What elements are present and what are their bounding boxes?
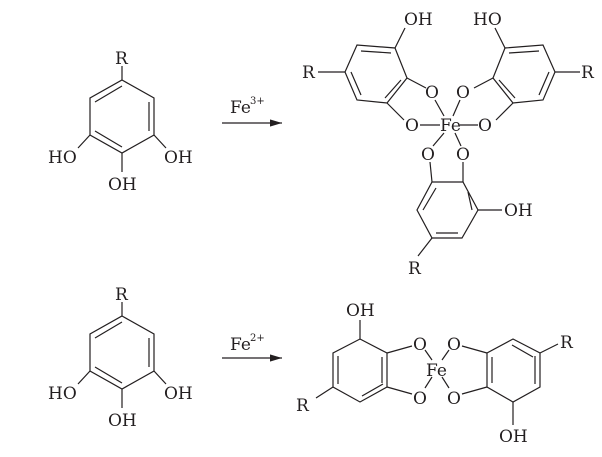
substituent-r: R: [296, 396, 310, 416]
substituent-r: R: [115, 285, 129, 305]
pyrogallol-reactant-2: R HO OH OH: [48, 285, 193, 431]
hydroxyl-label: OH: [108, 411, 137, 431]
oxygen-label: O: [447, 389, 461, 409]
reagent-label: Fe: [230, 98, 251, 118]
substituent-r: R: [581, 63, 595, 83]
fe2-bis-catecholate-complex: Fe O O O O R R OH OH: [296, 301, 574, 447]
oxygen-label: O: [421, 145, 435, 165]
substituent-r: R: [302, 63, 316, 83]
hydroxyl-label: OH: [504, 201, 533, 221]
oxygen-label: O: [425, 83, 439, 103]
reaction-arrow-1: Fe 3+: [222, 96, 282, 127]
oxygen-label: O: [413, 389, 427, 409]
reagent-charge: 2+: [250, 333, 265, 344]
hydroxyl-label: OH: [164, 148, 193, 168]
fe3-tris-catecholate-complex: Fe O O O O O O R R R OH HO OH: [302, 10, 595, 279]
metal-label: Fe: [426, 361, 447, 381]
reagent-label: Fe: [230, 335, 251, 355]
hydroxyl-label: OH: [404, 10, 433, 30]
oxygen-label: O: [447, 335, 461, 355]
oxygen-label: O: [456, 83, 470, 103]
hydroxyl-label: OH: [108, 175, 137, 195]
substituent-r: R: [560, 333, 574, 353]
hydroxyl-label: HO: [48, 148, 77, 168]
hydroxyl-label: HO: [48, 384, 77, 404]
metal-label: Fe: [440, 116, 461, 136]
oxygen-label: O: [478, 116, 492, 136]
pyrogallol-reactant-1: R HO OH OH: [48, 49, 193, 195]
oxygen-label: O: [413, 335, 427, 355]
oxygen-label: O: [456, 145, 470, 165]
hydroxyl-label: HO: [473, 10, 502, 30]
hydroxyl-label: OH: [499, 427, 528, 447]
reaction-arrow-2: Fe 2+: [222, 333, 282, 362]
oxygen-label: O: [405, 116, 419, 136]
substituent-r: R: [408, 259, 422, 279]
hydroxyl-label: OH: [164, 384, 193, 404]
hydroxyl-label: OH: [346, 301, 375, 321]
substituent-r: R: [115, 49, 129, 69]
reagent-charge: 3+: [250, 96, 265, 107]
